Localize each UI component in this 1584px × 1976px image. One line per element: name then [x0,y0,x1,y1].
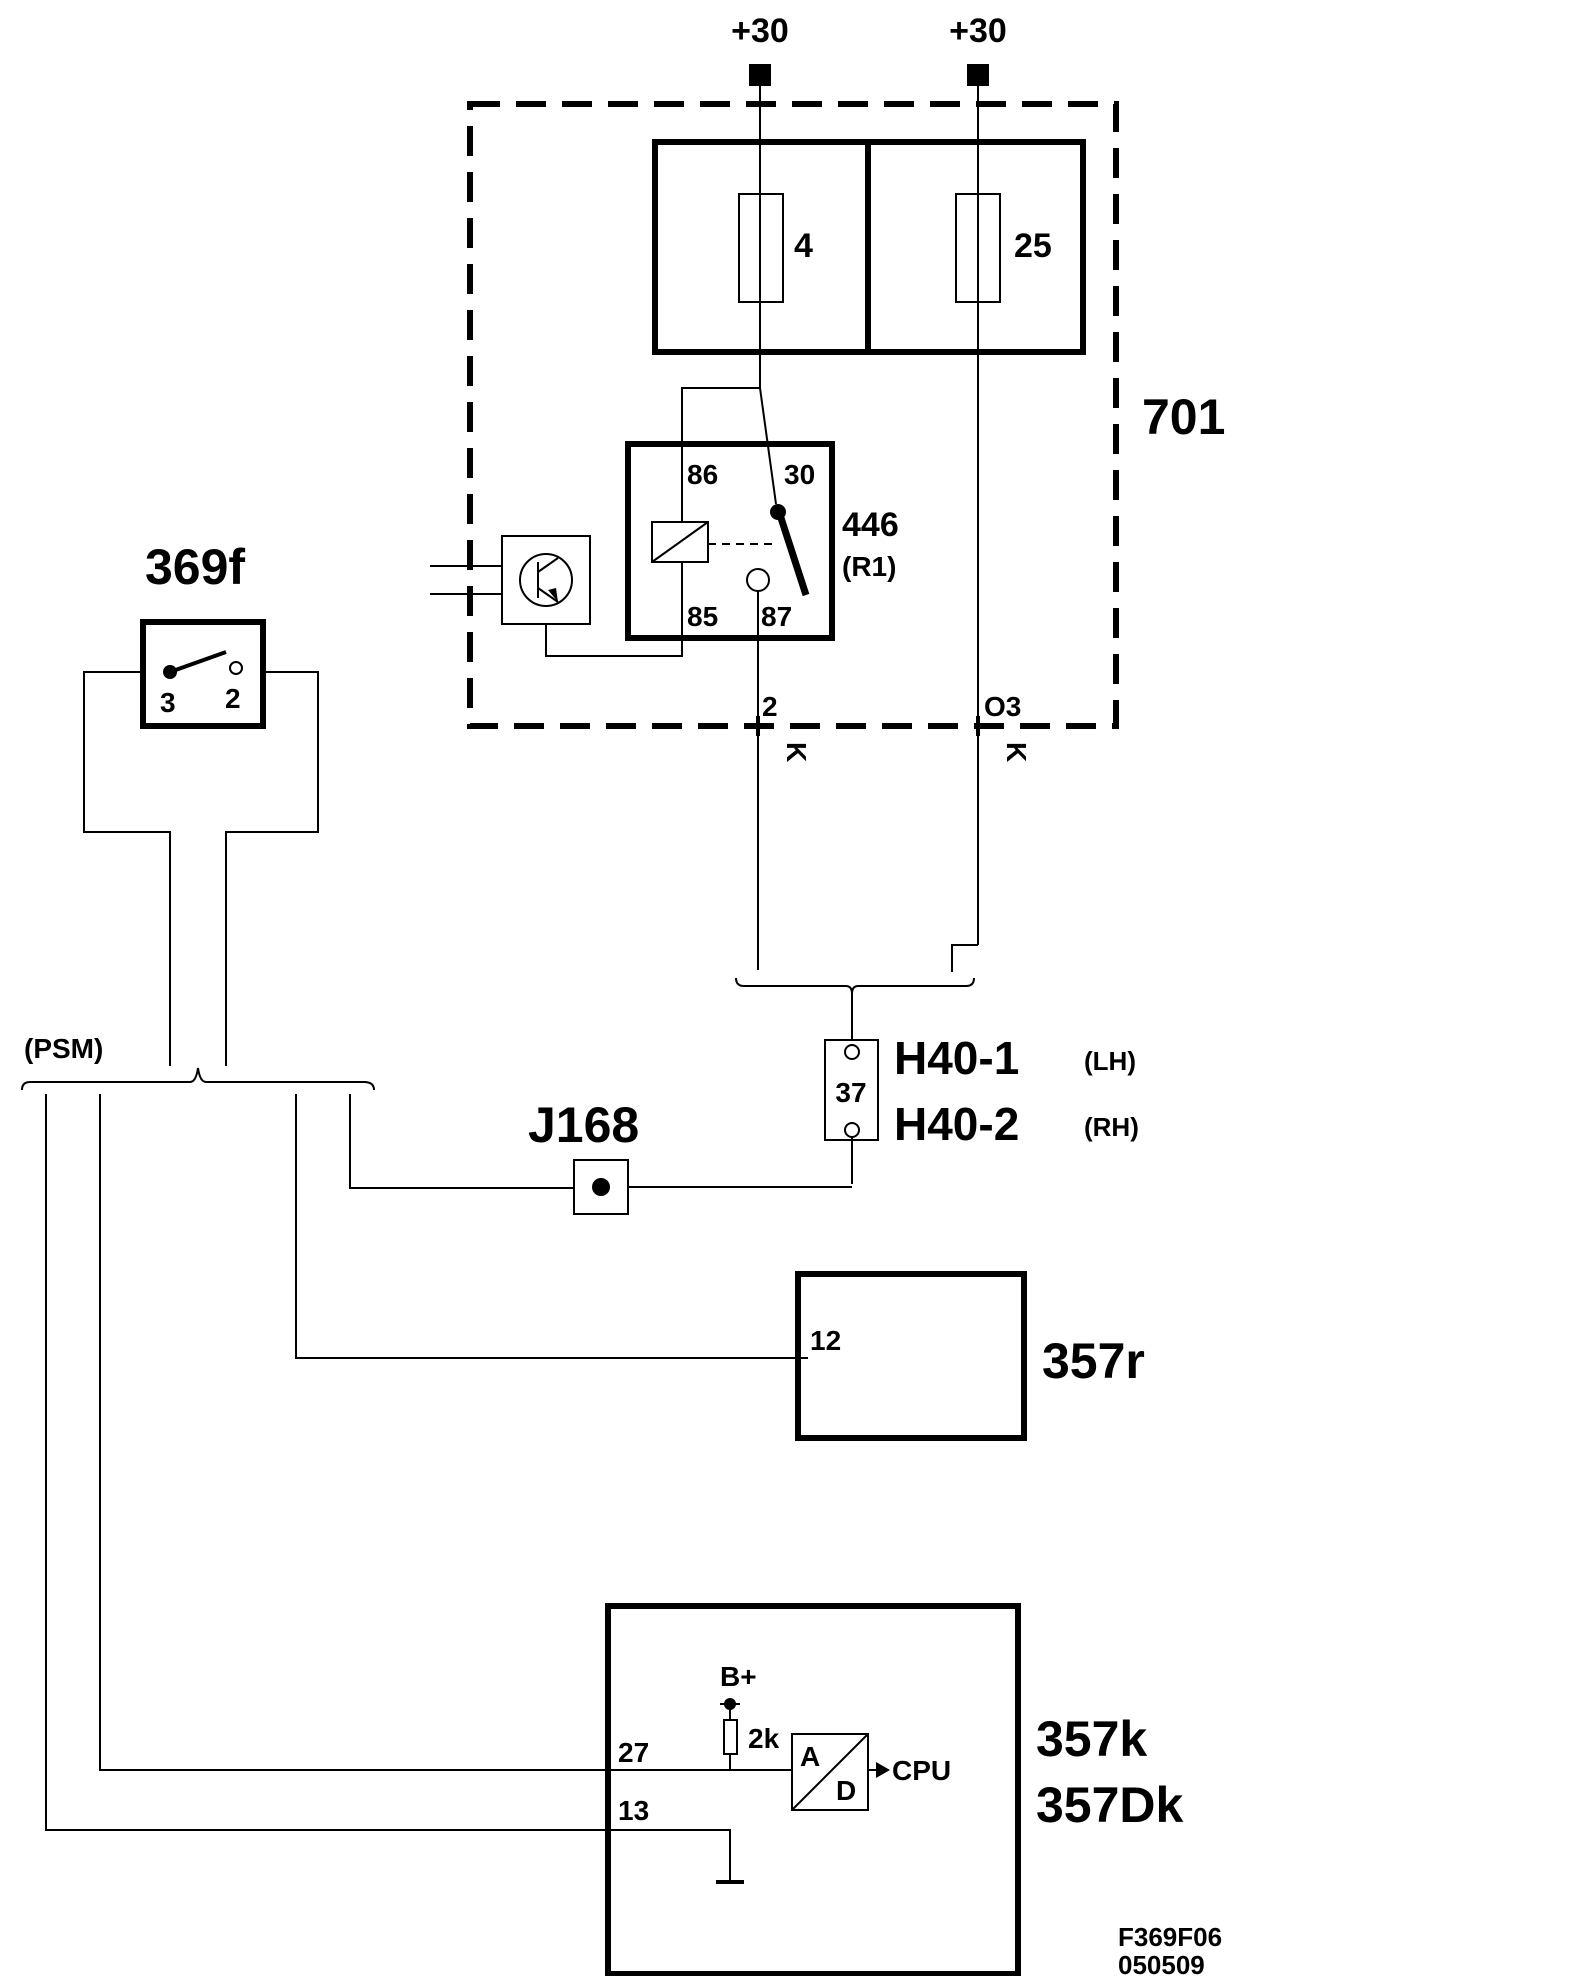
connector-h40-label-1: H40-1 [894,1032,1019,1084]
transistor-icon [537,587,559,603]
transistor-box [501,535,591,625]
unit-701-enclosure [467,101,1119,729]
transistor-driver [430,535,591,625]
module-357k: 357k 357Dk 27 13 B+ 2k A D CPU [605,1603,1184,1976]
wire-switch-pin2 [225,671,319,1066]
adc-label-d: D [836,1775,856,1806]
wire-transistor-85 [545,624,683,657]
terminal-square-icon [749,64,771,86]
fuse-block: 4 25 [652,139,1086,355]
relay-sub-label: (R1) [842,551,896,582]
relay-pin-85: 85 [687,601,718,632]
switch-369f-label: 369f [145,539,245,595]
relay-body [625,441,835,641]
switch-pin-3: 3 [160,687,176,718]
connector-h40-side-2: (RH) [1084,1112,1139,1142]
junction-j168-label: J168 [528,1097,639,1153]
module-357k-label-1: 357k [1036,1711,1147,1767]
wire-relay-30 [759,387,777,505]
relay-contact-87-icon [746,568,770,592]
junction-j168: J168 [528,1097,639,1215]
wire-to-j168 [349,1094,566,1189]
connector-h40: 37 H40-1 H40-2 (LH) (RH) [824,1032,1139,1150]
supply-terminal-left: +30 [731,12,789,86]
module-357r: 12 357r [795,1271,1145,1441]
supply-terminal-right: +30 [949,12,1007,86]
connector-h40-label-2: H40-2 [894,1098,1019,1150]
switch-369f-body [140,619,266,729]
relay-pin-30: 30 [784,459,815,490]
module-357k-pin-27: 27 [618,1737,649,1768]
harness-bracket-h40 [735,977,975,995]
wire-color-left: K [781,742,812,762]
unit-701-pin-left: 2 [762,691,778,722]
connector-h40-pin: 37 [835,1077,866,1108]
switch-contact-icon [229,661,243,675]
harness-psm-label: (PSM) [24,1033,103,1064]
fuse-right-label: 25 [1014,227,1052,265]
unit-701-label: 701 [1142,389,1225,445]
relay-label: 446 [842,506,899,544]
connector-h40-side-1: (LH) [1084,1046,1136,1076]
wire-color-right: K [1001,742,1032,762]
module-357k-body [605,1603,1021,1976]
module-357k-supply-label: B+ [720,1661,757,1692]
adc-diagonal-icon [791,1733,869,1811]
relay-pin-87: 87 [761,601,792,632]
module-357r-pin: 12 [810,1325,841,1356]
supply-right-label: +30 [949,12,1007,50]
module-357k-label-2: 357Dk [1036,1777,1184,1833]
module-357r-body [795,1271,1027,1441]
wire-switch-pin3 [83,671,171,1066]
transistor-icon [537,557,559,573]
module-357r-label: 357r [1042,1333,1145,1389]
switch-369f: 369f 3 2 [140,539,266,729]
diagram-date: 050509 [1118,1950,1205,1976]
supply-left-label: +30 [731,12,789,50]
diagram-code: F369F06 [1118,1922,1222,1952]
resistor-icon [723,1719,738,1755]
switch-pin-2: 2 [225,683,241,714]
terminal-square-icon [967,64,989,86]
relay-contact-icon [777,516,810,597]
switch-blade-icon [169,650,227,674]
module-357k-cpu-label: CPU [892,1755,951,1786]
wire-right-jog [951,944,978,972]
wire-to-357r [295,1094,808,1359]
harness-bracket-psm [21,1067,375,1091]
module-357k-resistor-label: 2k [748,1723,780,1754]
relay-446: 86 30 85 87 446 (R1) [625,441,899,641]
module-357k-pin-13: 13 [618,1795,649,1826]
fuse-cell-right [865,139,1086,355]
wire-to-357k-pin13 [45,1094,731,1880]
wire-coil-feed [681,387,760,652]
connector-pin-icon [844,1044,860,1060]
fuse-left-label: 4 [794,227,813,265]
relay-coil-icon [651,521,709,563]
wire-to-357k-pin27 [99,1094,608,1771]
unit-701-pin-right: O3 [984,691,1021,722]
transistor-arrow-icon [548,588,558,602]
adc-label-a: A [800,1741,820,1772]
arrow-right-icon [876,1762,890,1778]
transistor-icon [519,553,573,607]
relay-pin-86: 86 [687,459,718,490]
junction-dot-icon [592,1178,610,1196]
relay-pivot-icon [770,504,786,520]
